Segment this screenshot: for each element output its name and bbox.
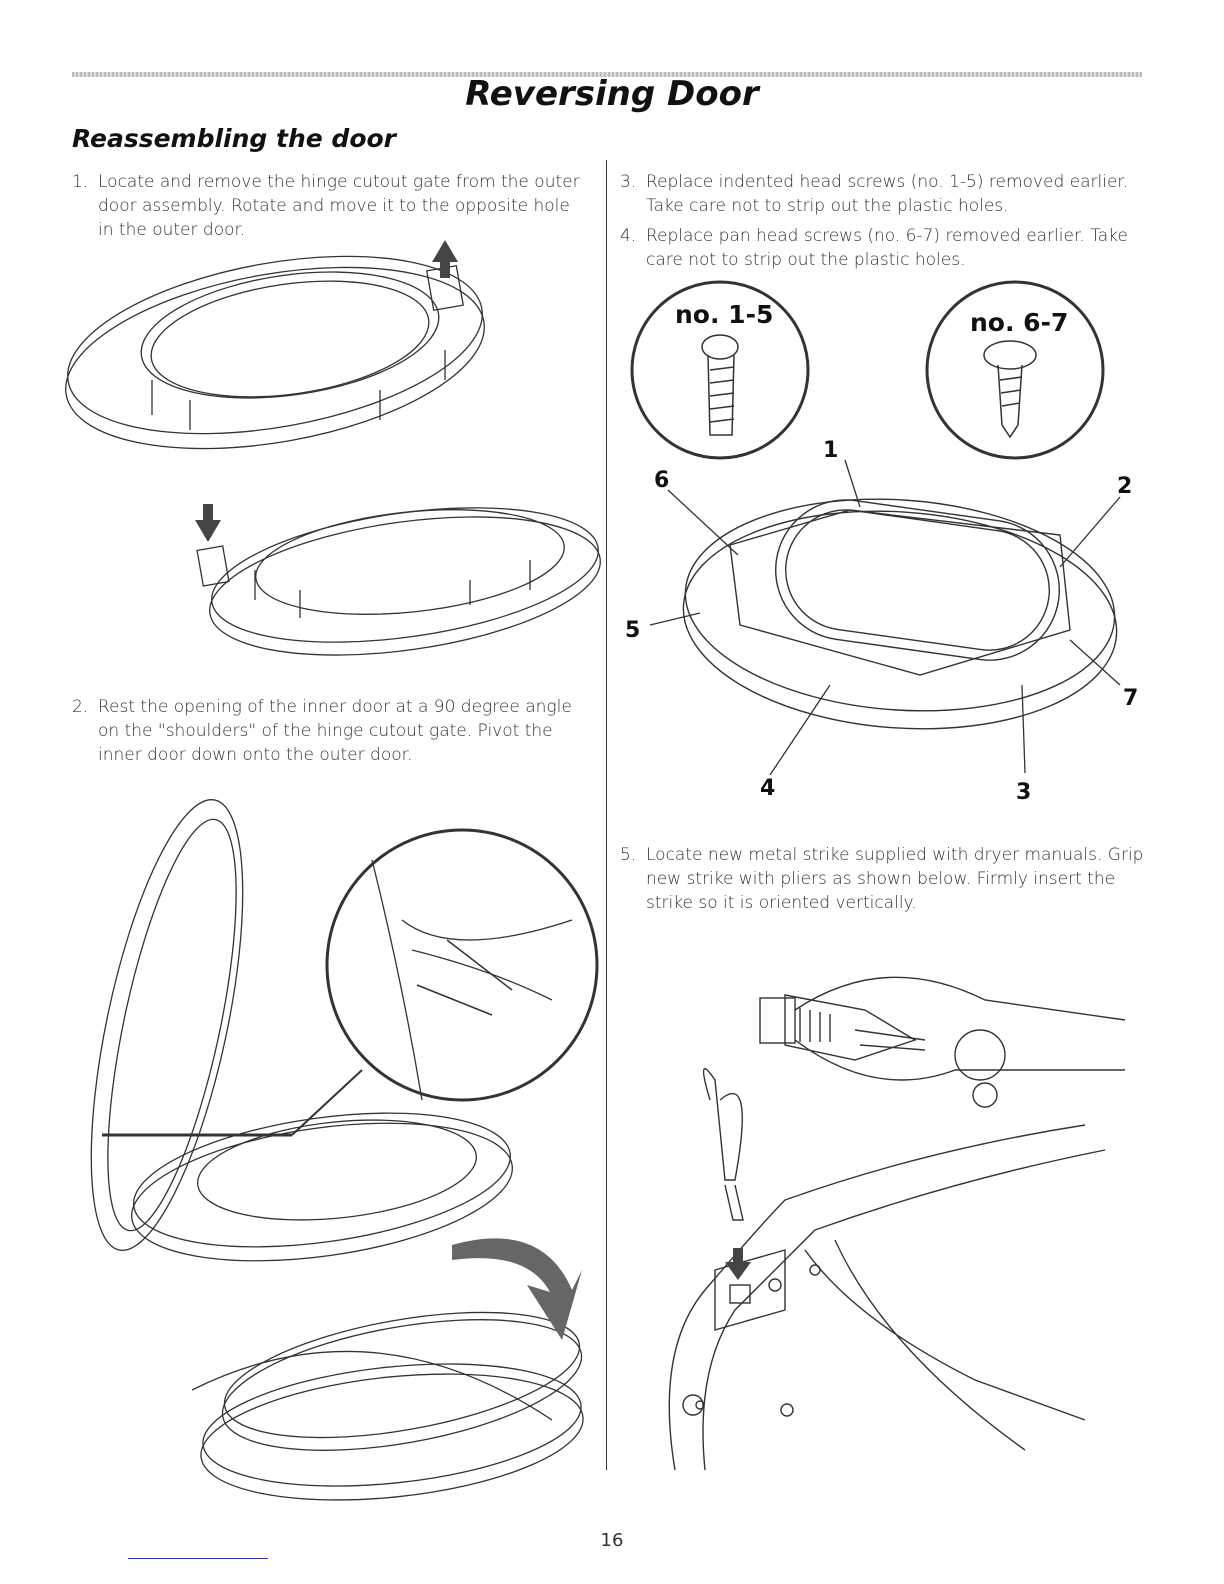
step-number: 1.: [72, 172, 89, 192]
step-number: 5.: [620, 845, 637, 865]
section-title: Reassembling the door: [72, 124, 397, 153]
callout-4: 4: [760, 776, 775, 801]
step-2: 2. Rest the opening of the inner door at…: [72, 695, 588, 767]
step-number: 3.: [620, 172, 637, 192]
callout-6: 6: [654, 468, 669, 493]
step-5: 5. Locate new metal strike supplied with…: [620, 843, 1146, 915]
step-4: 4. Replace pan head screws (no. 6-7) rem…: [620, 224, 1146, 272]
step-1: 1. Locate and remove the hinge cutout ga…: [72, 170, 588, 242]
curved-arrow-icon: [452, 1238, 582, 1340]
step-number: 4.: [620, 226, 637, 246]
header-rule: [72, 72, 1142, 77]
page-title: Reversing Door: [465, 74, 759, 114]
screw-label-pan: no. 6-7: [970, 308, 1068, 337]
step-3: 3. Replace indented head screws (no. 1-5…: [620, 170, 1146, 218]
callout-3: 3: [1016, 780, 1031, 805]
strike-insertion-illustration: [668, 976, 1126, 1471]
screw-label-indented: no. 1-5: [675, 300, 773, 329]
inner-door-pivot-illustration: [90, 799, 599, 1501]
step-text: Replace pan head screws (no. 6-7) remove…: [646, 226, 1128, 270]
callout-1: 1: [823, 438, 838, 463]
page-number: 16: [600, 1530, 624, 1551]
callout-7: 7: [1123, 686, 1138, 711]
up-arrow-icon: [432, 240, 458, 278]
down-arrow-icon: [195, 504, 221, 542]
step-number: 2.: [72, 697, 89, 717]
callout-5: 5: [625, 618, 640, 643]
footer-line: [128, 1558, 268, 1559]
callout-2: 2: [1117, 474, 1132, 499]
column-divider: [606, 160, 607, 1470]
screw-location-illustration: no. 1-5 no. 6-7 1 2 3 4 5 6 7: [625, 280, 1138, 805]
outer-door-illustration: [65, 240, 601, 656]
step-text: Replace indented head screws (no. 1-5) r…: [646, 172, 1129, 216]
down-arrow-icon: [725, 1248, 751, 1280]
step-text: Locate and remove the hinge cutout gate …: [98, 172, 580, 240]
step-text: Locate new metal strike supplied with dr…: [646, 845, 1144, 913]
step-text: Rest the opening of the inner door at a …: [98, 697, 572, 765]
